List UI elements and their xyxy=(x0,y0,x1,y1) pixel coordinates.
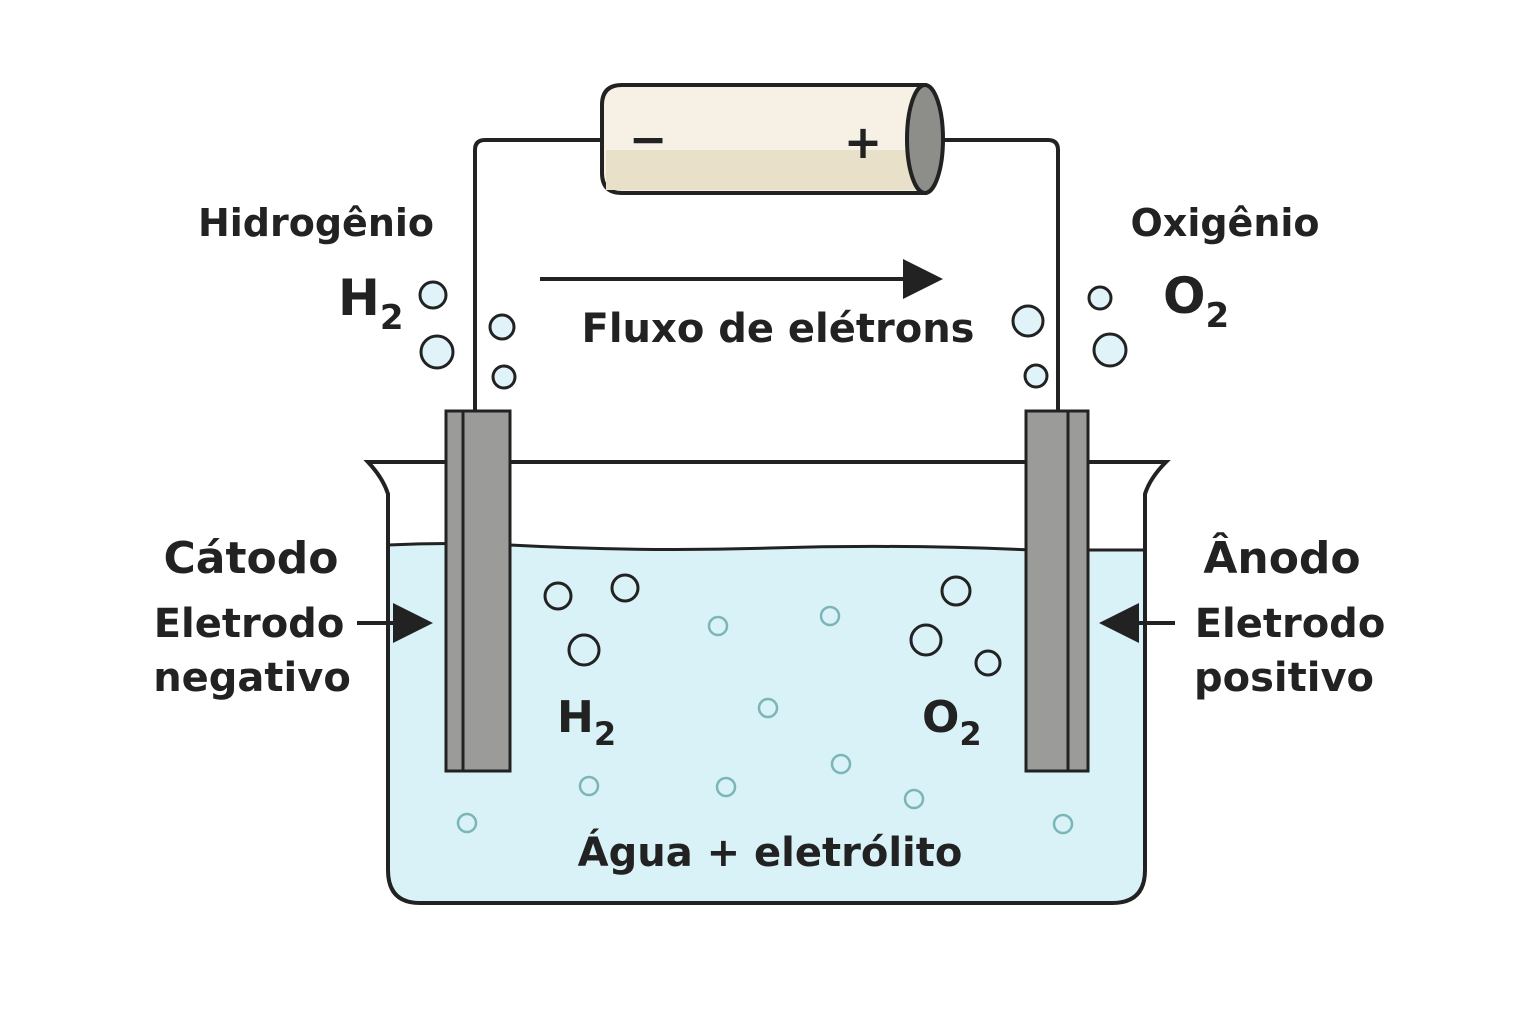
battery: − + xyxy=(600,83,945,195)
anode-line1: Eletrodo xyxy=(1195,601,1386,647)
h2-formula-top: H2 xyxy=(338,269,404,338)
h2-top-main: H xyxy=(338,269,380,327)
bubbles-group xyxy=(418,280,1128,835)
oxygen-label: Oxigênio xyxy=(1131,201,1320,245)
water-electrolyte-label: Água + eletrólito xyxy=(578,828,963,876)
electron-flow-label: Fluxo de elétrons xyxy=(582,306,975,352)
liquid-bubble xyxy=(567,633,601,667)
battery-terminal-cap xyxy=(905,83,945,195)
water xyxy=(388,543,1145,903)
cathode-line2: negativo xyxy=(153,655,351,701)
liquid-bubble xyxy=(940,575,972,607)
battery-negative-sign: − xyxy=(629,112,668,166)
small-bubble xyxy=(903,788,925,810)
gas-bubble xyxy=(1023,363,1049,389)
wire-left xyxy=(473,138,608,410)
o2-formula-liquid: O2 xyxy=(922,692,982,753)
o2-top-sub: 2 xyxy=(1206,296,1230,336)
small-bubble xyxy=(715,776,737,798)
liquid-bubble xyxy=(974,649,1002,677)
gas-bubble xyxy=(419,334,455,370)
small-bubble xyxy=(578,775,600,797)
small-bubble xyxy=(757,697,779,719)
anode-title: Ânodo xyxy=(1203,531,1360,584)
liquid-bubble xyxy=(909,623,943,657)
o2-liquid-sub: 2 xyxy=(959,715,981,753)
o2-formula-top: O2 xyxy=(1163,267,1229,336)
h2-top-sub: 2 xyxy=(380,298,404,338)
small-bubble xyxy=(456,812,478,834)
hydrogen-label: Hidrogênio xyxy=(198,201,434,245)
anode-electrode xyxy=(1024,409,1090,773)
liquid-bubble xyxy=(543,581,573,611)
cathode-title: Cátodo xyxy=(164,533,339,584)
battery-positive-sign: + xyxy=(844,115,883,169)
gas-bubble xyxy=(488,313,516,341)
small-bubble xyxy=(830,753,852,775)
cathode-electrode xyxy=(444,409,512,773)
small-bubble xyxy=(819,605,841,627)
gas-bubble xyxy=(1092,332,1128,368)
cathode-plate xyxy=(444,409,512,773)
h2-liquid-sub: 2 xyxy=(594,715,616,753)
beaker-outline xyxy=(363,460,1171,905)
cathode-line1: Eletrodo xyxy=(154,601,345,647)
liquid-bubble xyxy=(610,573,640,603)
small-bubble xyxy=(707,615,729,637)
small-bubble xyxy=(1052,813,1074,835)
gas-bubble xyxy=(491,364,517,390)
gas-bubble xyxy=(1011,304,1045,338)
battery-shade xyxy=(606,150,924,190)
h2-liquid-main: H xyxy=(557,692,594,743)
anode-line2: positivo xyxy=(1194,655,1374,701)
wire-right xyxy=(940,138,1060,410)
gas-bubble xyxy=(418,280,448,310)
anode-plate xyxy=(1024,409,1090,773)
h2-formula-liquid: H2 xyxy=(557,692,616,753)
o2-top-main: O xyxy=(1163,267,1206,325)
gas-bubble xyxy=(1087,285,1113,311)
beaker xyxy=(363,460,1171,905)
o2-liquid-main: O xyxy=(922,692,959,743)
